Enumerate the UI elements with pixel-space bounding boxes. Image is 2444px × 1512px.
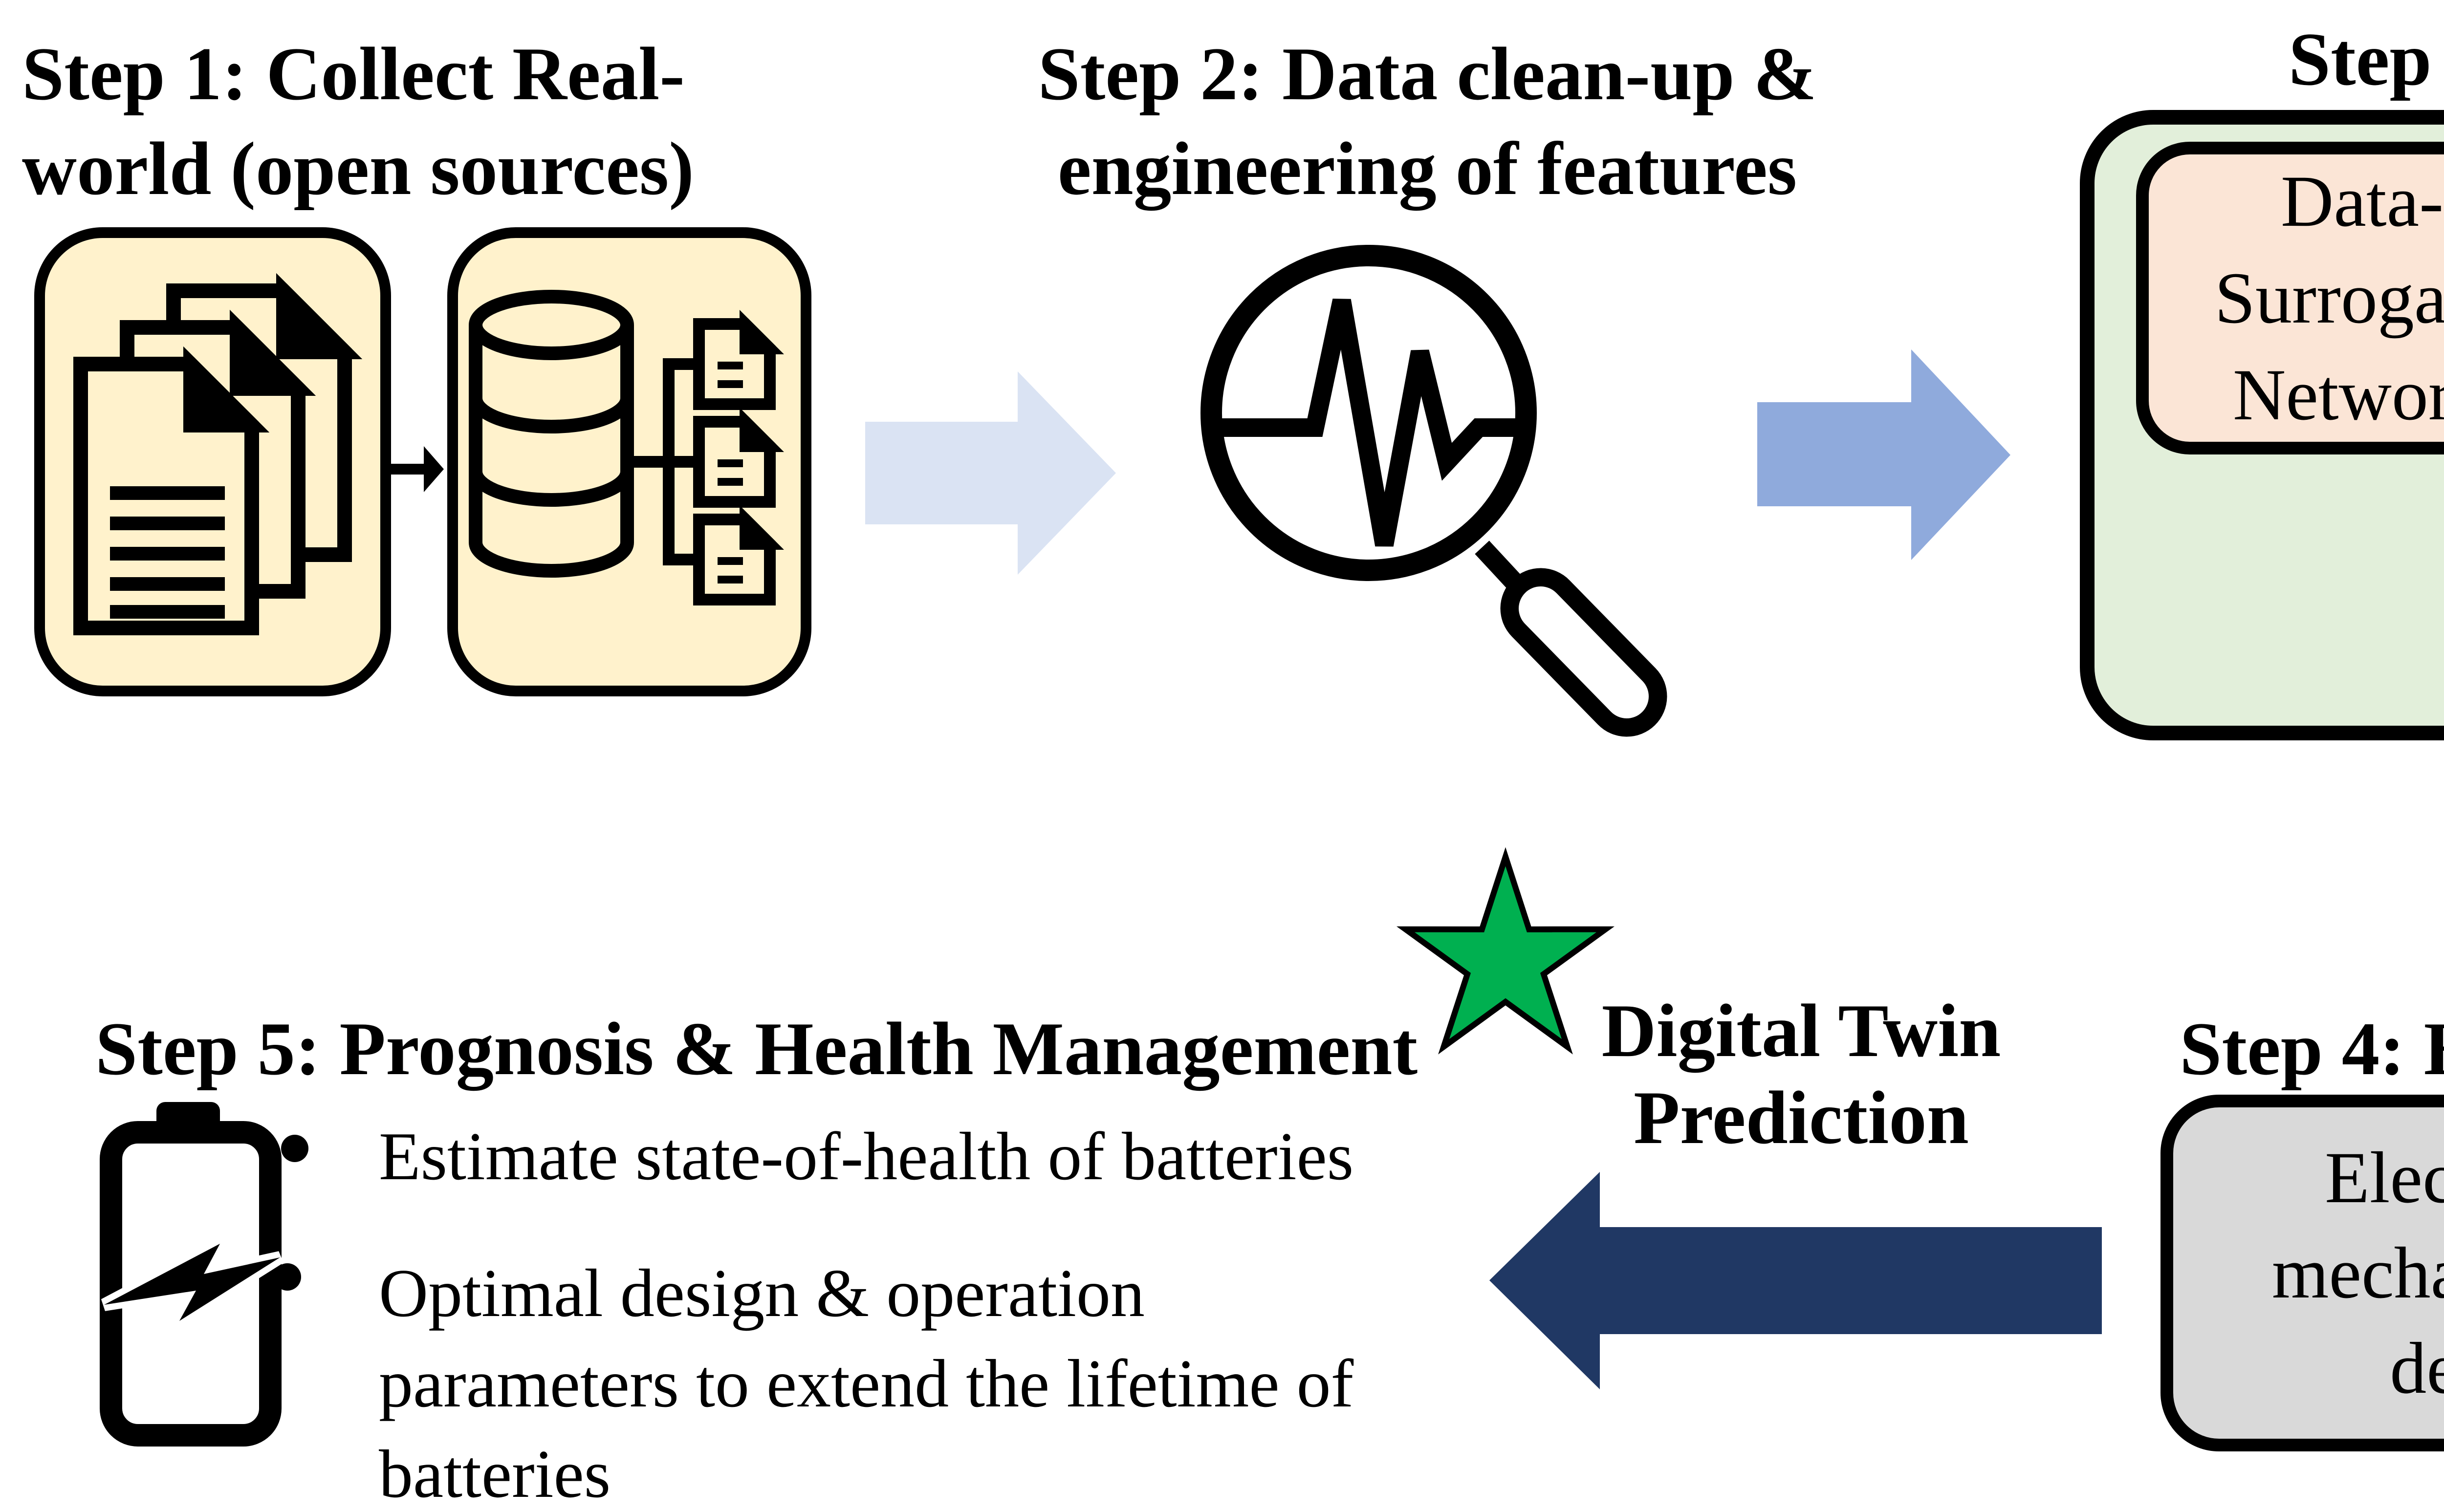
text-line: Surrogate Neural [2214,258,2444,339]
text-line: Step 2: Data clean-up & [1038,32,1817,116]
data-driven-model-box: Data-driven: Surrogate Neural Network Mo… [2136,142,2444,454]
step1-to-step2-arrow [865,371,1116,575]
bullet-dot [281,1135,308,1162]
text-line: Network Model [2233,354,2444,435]
step2-title: Step 2: Data clean-up & engineering of f… [1036,27,1818,216]
text-line: batteries [379,1436,611,1512]
text-line: Prediction [1634,1076,1969,1160]
digital-twin-label: Digital Twin Prediction [1593,987,2009,1162]
step1-database-box [447,227,811,696]
text-line: parameters to extend the lifetime of [379,1345,1354,1422]
search-waveform-icon [1200,245,1667,737]
step1-title: Step 1: Collect Real- world (open source… [22,27,694,216]
step5-title: Step 5: Prognosis & Health Management [95,1007,1418,1091]
bullet-item: Estimate state-of-health of batteries [379,1119,1354,1194]
text-line: Optimal design & operation [379,1255,1145,1331]
text-line: mechanical coupled Model [2271,1232,2444,1314]
step2-to-step3-arrow [1757,349,2010,560]
text-line: described by PDEs [2390,1327,2444,1409]
step4-to-step5-arrow [1489,1172,2102,1389]
bullet-dot [274,1263,301,1291]
text-line: world (open sources) [22,126,694,211]
bullet-item: Optimal design & operation parameters to… [379,1249,1353,1512]
step1-documents-box [34,227,391,696]
text-line: Step 1: Collect Real- [22,32,685,116]
step3-title: Step 3: Fusion Model Development [2288,17,2444,101]
step4-training-box [2160,1095,2444,1451]
documents-stack-icon [73,273,363,635]
text-line: Electro-chemo-thermo- [2325,1137,2444,1218]
docs-to-db-arrow-icon [389,446,444,492]
star-icon [1396,847,1615,1055]
battery-charging-icon [100,1102,284,1447]
database-tree-icon [468,290,784,605]
step4-title: Step 4: Hybrid Physics-Informed ML Train… [2180,1007,2444,1091]
text-line: Digital Twin [1601,989,2001,1073]
step4-model-text: Electro-chemo-thermo- mechanical coupled… [2190,1100,2444,1447]
text-line: Data-driven: [2281,161,2444,242]
text-line: engineering of features [1057,126,1797,211]
